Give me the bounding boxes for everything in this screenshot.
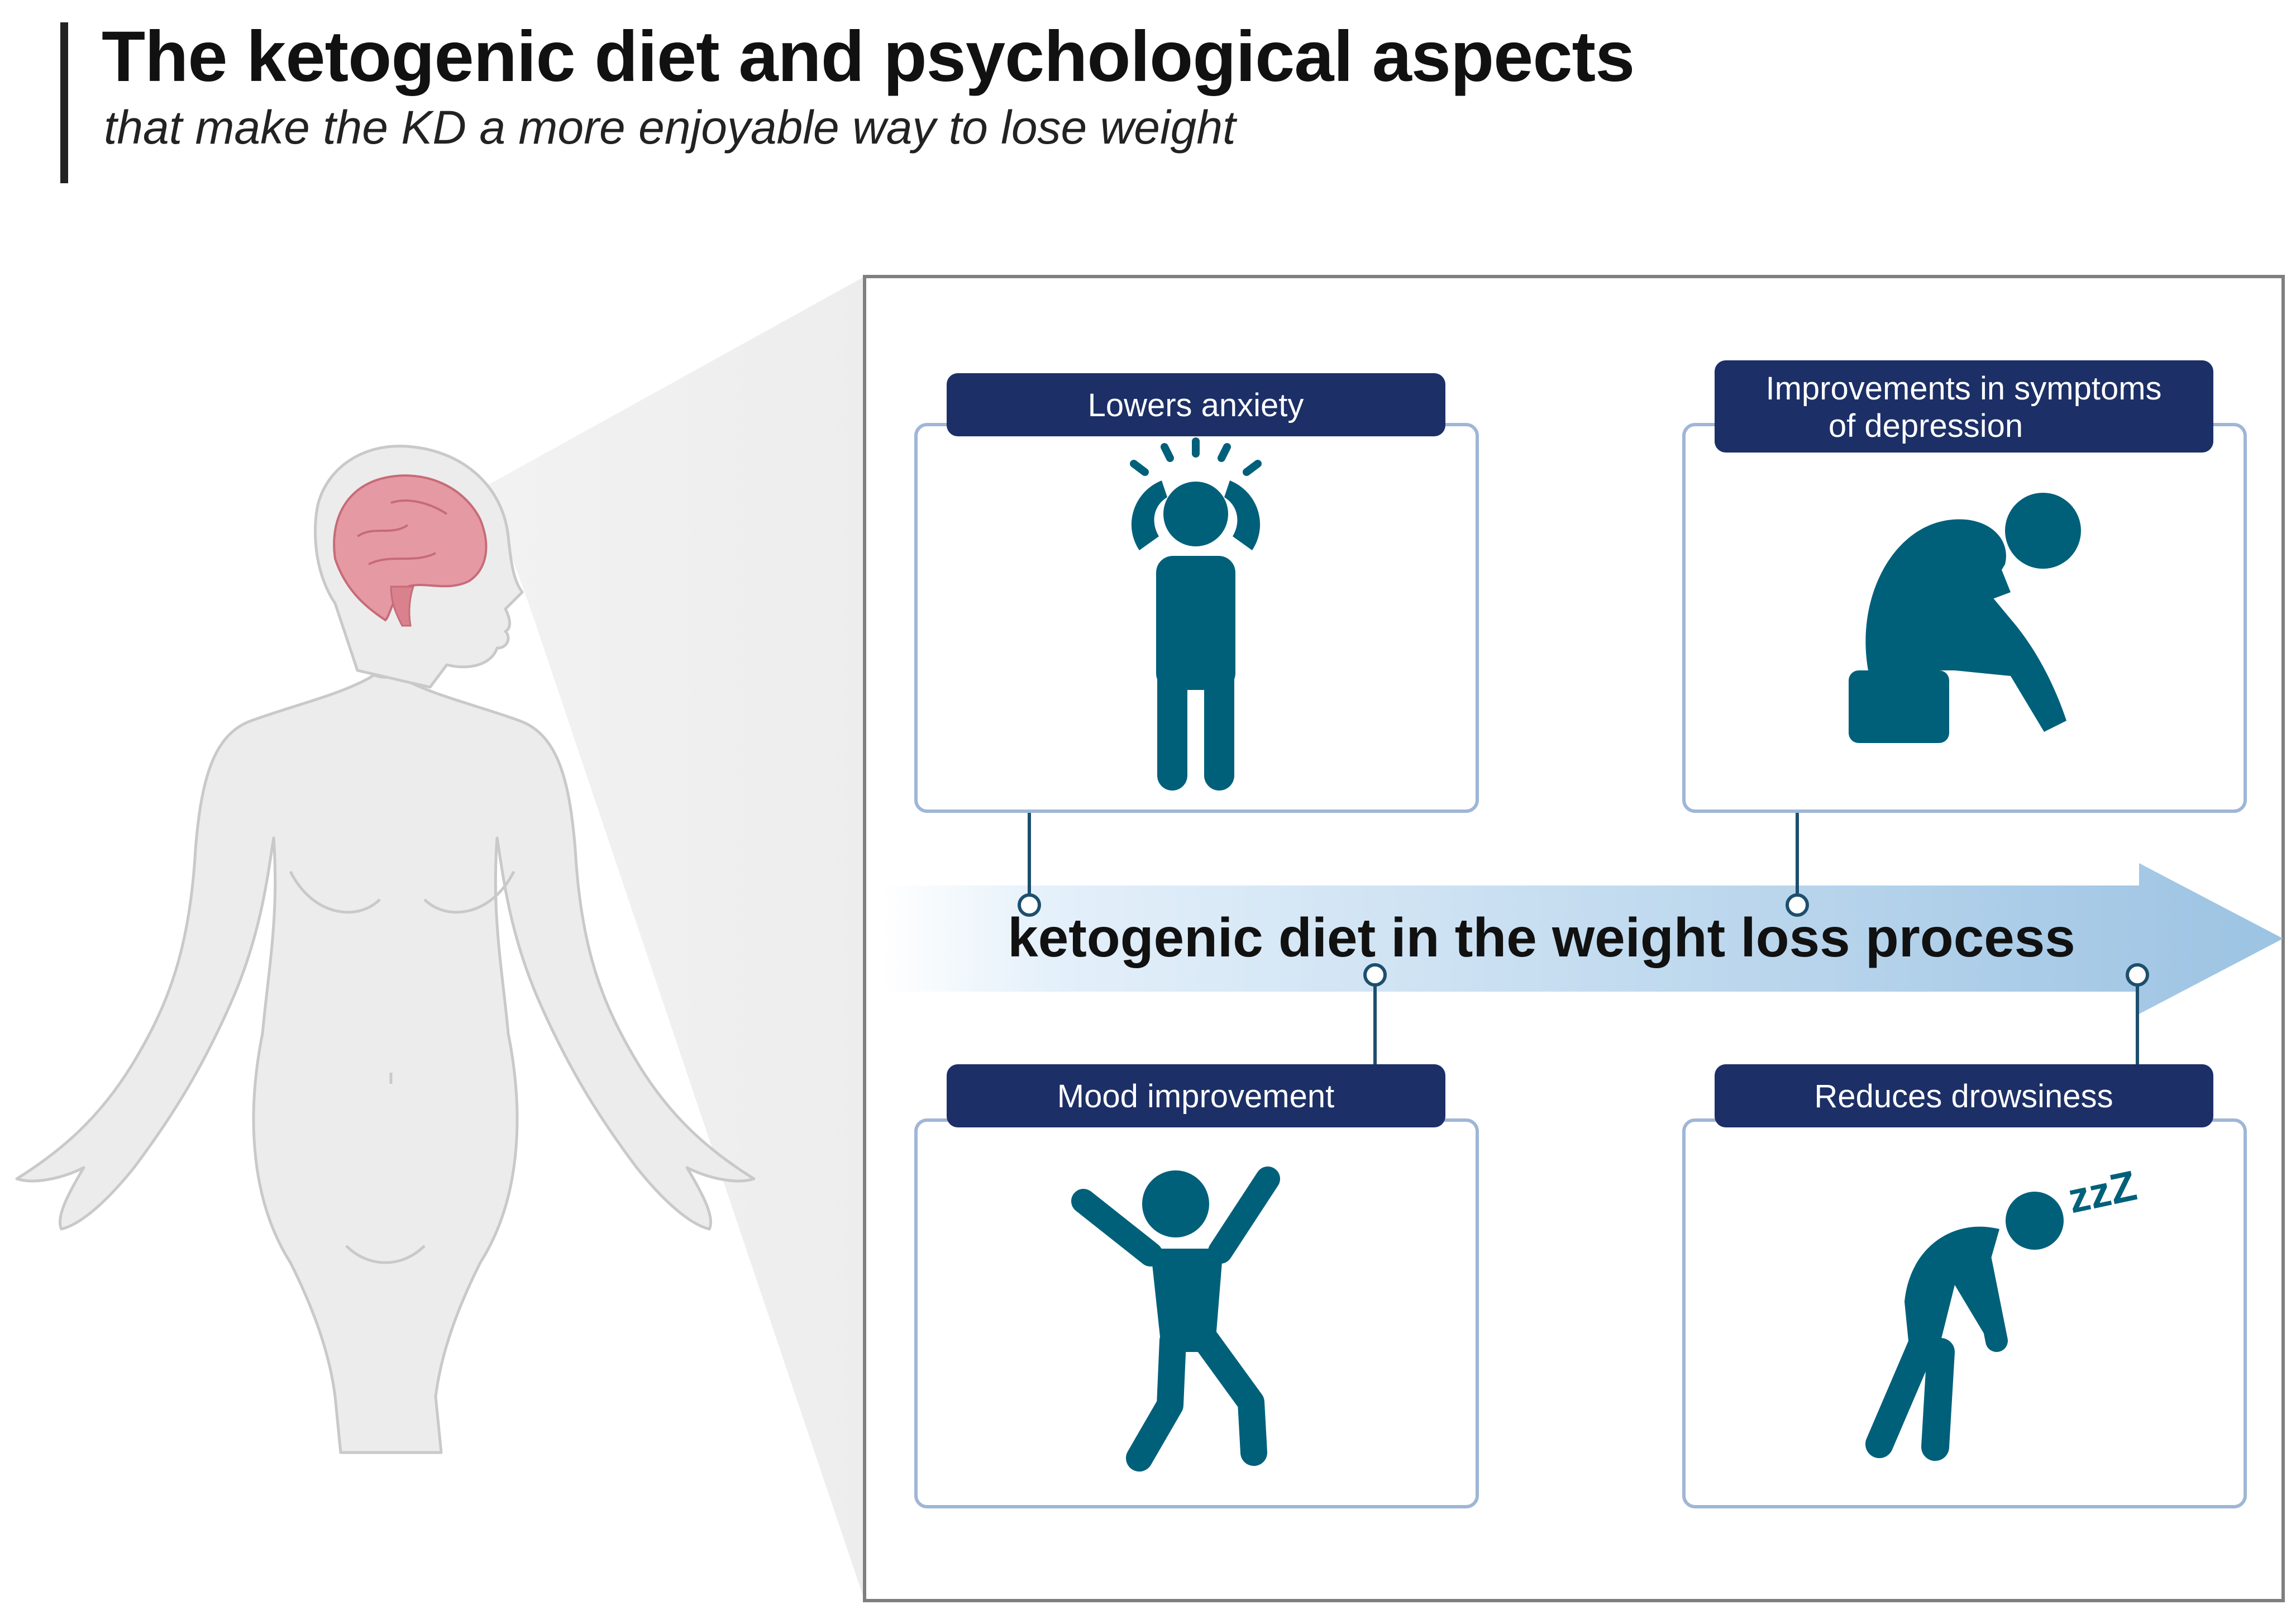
body-outline — [15, 646, 756, 1454]
process-arrow — [882, 863, 2283, 1014]
stressed-person-icon — [1131, 480, 1261, 791]
card-mood-improvement: Mood improvement — [914, 1064, 1479, 1508]
label-box-anxiety — [947, 373, 1445, 436]
card-lowers-anxiety: Lowers anxiety — [914, 373, 1479, 813]
label-depression-line1: Improvements in symptoms — [1765, 370, 2161, 407]
label-lowers-anxiety: Lowers anxiety — [1088, 387, 1304, 423]
label-box-mood — [947, 1064, 1445, 1127]
brain-icon — [333, 474, 488, 627]
zoom-wedge — [486, 277, 865, 1601]
card-reduces-drowsiness: Reduces drowsiness zzZ — [1682, 1064, 2247, 1508]
arrow-label: ketogenic diet in the weight loss proces… — [1008, 907, 2075, 968]
label-reduces-drowsiness: Reduces drowsiness — [1814, 1078, 2113, 1115]
label-box-drowsiness — [1715, 1064, 2213, 1127]
label-depression-line2: of depression — [1829, 408, 2023, 444]
label-box-depression — [1715, 360, 2213, 453]
label-mood-improvement: Mood improvement — [1057, 1078, 1334, 1115]
sad-sitting-person-icon — [1849, 493, 2081, 743]
body-details — [289, 870, 515, 1264]
connectors — [1018, 810, 2149, 1064]
header-accent-bar — [60, 22, 68, 183]
sleepy-person-icon — [1865, 1192, 2064, 1461]
page-title: The ketogenic diet and psychological asp… — [102, 17, 1635, 97]
page-subtitle: that make the KD a more enjoyable way to… — [104, 101, 1236, 154]
stress-lines-icon — [1130, 437, 1262, 476]
jumping-person-icon — [1071, 1167, 1280, 1472]
card-depression: Improvements in symptoms of depression — [1682, 360, 2247, 813]
